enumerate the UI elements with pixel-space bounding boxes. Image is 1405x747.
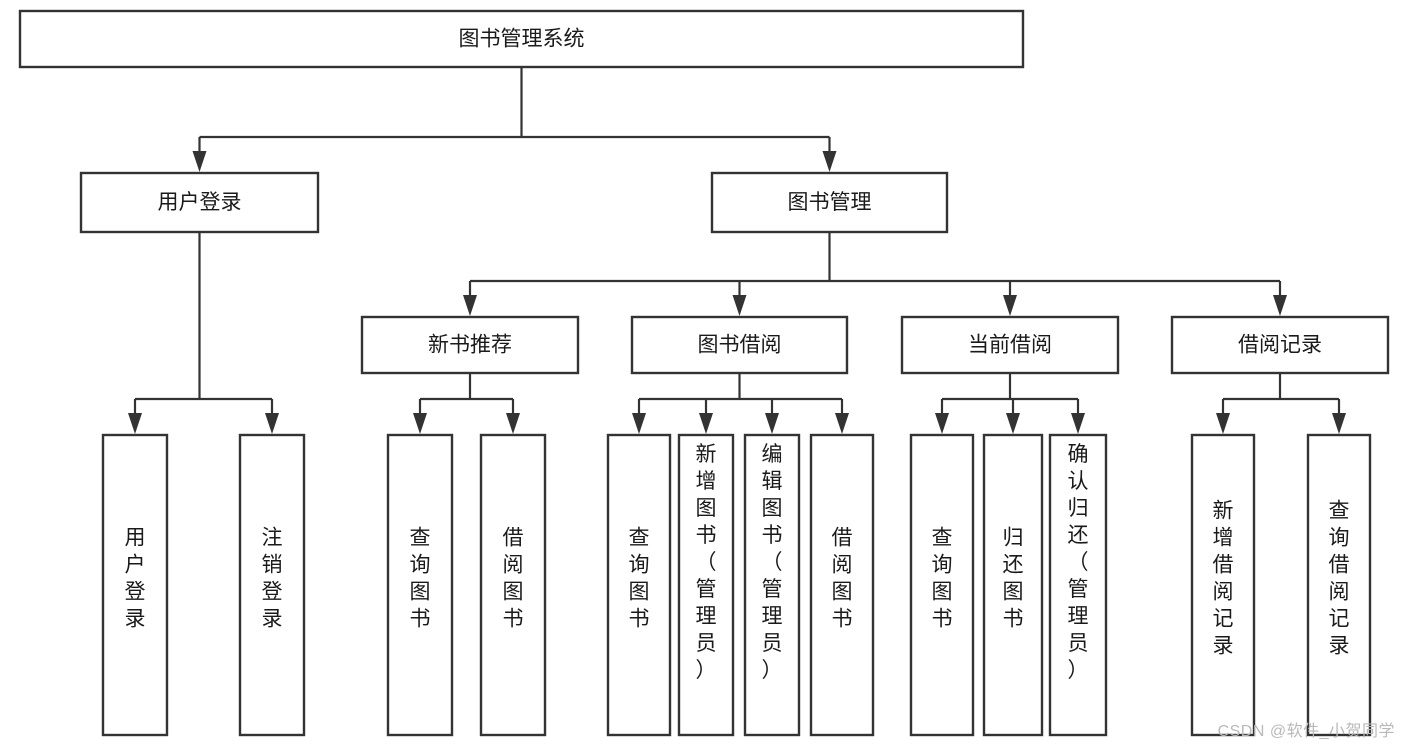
node-leaf-logout[interactable]: 注销登录 (238, 433, 306, 737)
node-label: 新增借阅记录 (1213, 500, 1234, 658)
node-label: 查询图书 (410, 527, 431, 631)
connector-group (935, 373, 1085, 434)
node-leaf-add-book[interactable]: 新增图书（管理员） (677, 433, 735, 737)
connector-group (128, 232, 279, 434)
arrow-head-icon (835, 413, 849, 434)
node-label: 借阅记录 (1238, 334, 1322, 357)
connector-group (192, 67, 837, 172)
arrow-head-icon (1216, 413, 1230, 434)
arrow-head-icon (1006, 413, 1020, 434)
node-box (1048, 433, 1108, 737)
arrow-head-icon (506, 413, 520, 434)
node-box (909, 433, 975, 737)
node-l3-current-borrow[interactable]: 当前借阅 (900, 315, 1120, 375)
node-l3-new-book-rec[interactable]: 新书推荐 (360, 315, 580, 375)
node-layer: 图书管理系统用户登录图书管理新书推荐图书借阅当前借阅借阅记录用户登录注销登录查询… (18, 9, 1390, 737)
arrow-head-icon (732, 295, 747, 316)
node-box (386, 433, 454, 737)
arrow-head-icon (1003, 295, 1017, 316)
arrow-head-icon (1332, 413, 1346, 434)
arrow-head-icon (632, 413, 646, 434)
node-label: 查询图书 (629, 527, 650, 631)
node-l2-user-login[interactable]: 用户登录 (79, 171, 320, 234)
arrow-head-icon (192, 151, 207, 172)
node-leaf-query-record[interactable]: 查询借阅记录 (1306, 433, 1372, 737)
node-leaf-borrow-book-2[interactable]: 借阅图书 (809, 433, 875, 737)
arrow-head-icon (128, 413, 142, 434)
node-label: 用户登录 (125, 527, 146, 631)
arrow-head-icon (935, 413, 949, 434)
node-box (101, 433, 169, 737)
node-label: 新增图书（管理员） (696, 443, 717, 682)
node-leaf-user-login[interactable]: 用户登录 (101, 433, 169, 737)
node-box (900, 315, 1120, 375)
node-label: 归还图书 (1003, 527, 1024, 631)
csdn-watermark: CSDN @软件_小贺同学 (1217, 723, 1395, 740)
arrow-head-icon (699, 413, 713, 434)
node-leaf-query-book-2[interactable]: 查询图书 (606, 433, 672, 737)
node-box (360, 315, 580, 375)
node-l3-borrow-record[interactable]: 借阅记录 (1170, 315, 1390, 375)
arrow-head-icon (1071, 413, 1085, 434)
arrow-head-icon (413, 413, 427, 434)
node-leaf-add-record[interactable]: 新增借阅记录 (1190, 433, 1256, 737)
node-box (677, 433, 735, 737)
node-leaf-edit-book[interactable]: 编辑图书（管理员） (743, 433, 801, 737)
node-box (982, 433, 1044, 737)
node-box (743, 433, 801, 737)
node-label: 查询图书 (932, 527, 953, 631)
node-label: 借阅图书 (503, 527, 524, 631)
node-leaf-return-book[interactable]: 归还图书 (982, 433, 1044, 737)
node-box (238, 433, 306, 737)
node-l3-book-borrow[interactable]: 图书借阅 (630, 315, 849, 375)
connector-group (632, 373, 849, 434)
node-leaf-query-book-1[interactable]: 查询图书 (386, 433, 454, 737)
node-box (1170, 315, 1390, 375)
node-leaf-borrow-book-1[interactable]: 借阅图书 (479, 433, 547, 737)
node-label: 图书借阅 (698, 334, 782, 357)
node-box (1306, 433, 1372, 737)
node-label: 确认归还（管理员） (1068, 443, 1089, 682)
connector-layer (128, 67, 1346, 434)
node-label: 借阅图书 (832, 527, 853, 631)
arrow-head-icon (463, 295, 477, 316)
connector-group (1216, 373, 1346, 434)
node-label: 图书管理 (788, 191, 872, 214)
node-leaf-confirm-return[interactable]: 确认归还（管理员） (1048, 433, 1108, 737)
node-box (18, 9, 1025, 69)
node-l2-book-manage[interactable]: 图书管理 (710, 171, 949, 234)
node-label: 编辑图书（管理员） (762, 443, 783, 682)
node-box (630, 315, 849, 375)
node-root[interactable]: 图书管理系统 (18, 9, 1025, 69)
node-label: 用户登录 (158, 191, 242, 214)
node-label: 查询借阅记录 (1329, 500, 1350, 658)
node-label: 注销登录 (262, 527, 283, 631)
connector-group (463, 232, 1287, 316)
node-label: 新书推荐 (428, 334, 512, 357)
node-box (710, 171, 949, 234)
connector-group (413, 373, 520, 434)
node-box (606, 433, 672, 737)
node-label: 当前借阅 (968, 334, 1052, 357)
node-box (809, 433, 875, 737)
node-box (79, 171, 320, 234)
node-label: 图书管理系统 (459, 28, 585, 51)
arrow-head-icon (822, 151, 837, 172)
arrow-head-icon (265, 413, 279, 434)
node-leaf-query-book-3[interactable]: 查询图书 (909, 433, 975, 737)
arrow-head-icon (765, 413, 779, 434)
node-box (1190, 433, 1256, 737)
arrow-head-icon (1273, 295, 1287, 316)
node-box (479, 433, 547, 737)
